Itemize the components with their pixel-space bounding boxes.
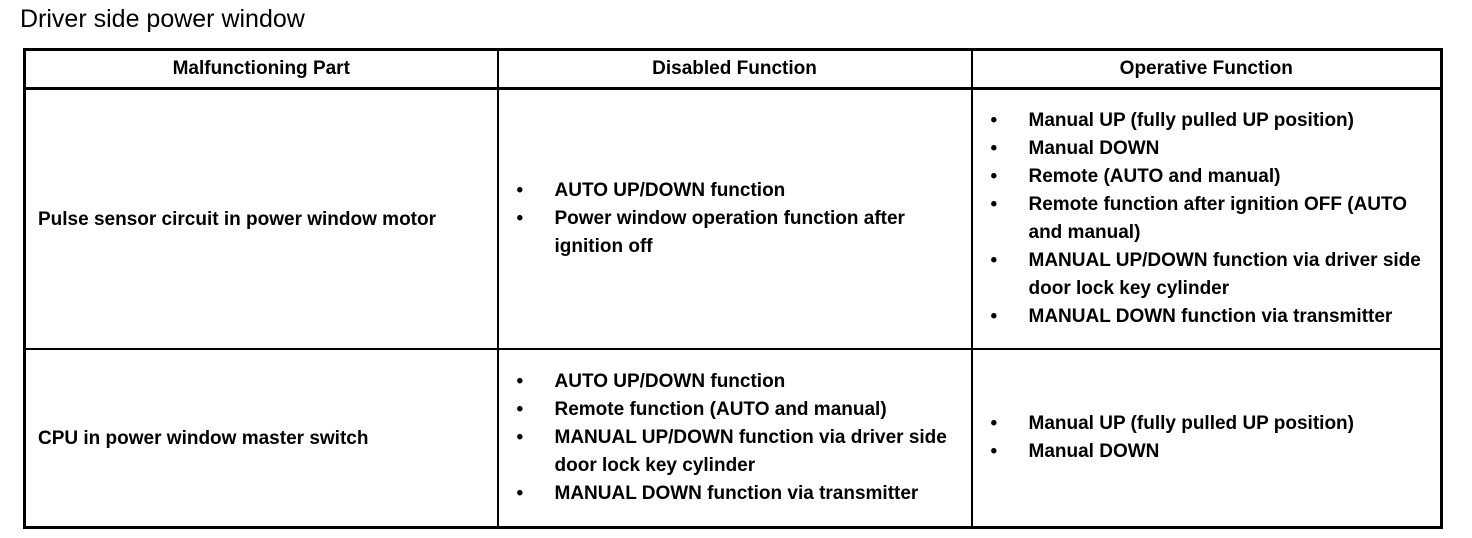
disabled-function-list: • AUTO UP/DOWN function • Remote functio… [507, 368, 965, 508]
list-item-label: Manual DOWN [1028, 441, 1160, 462]
list-item: • AUTO UP/DOWN function [507, 368, 965, 396]
cell-disabled-function: • AUTO UP/DOWN function • Power window o… [496, 87, 973, 350]
bullet-icon: • [990, 250, 998, 271]
list-item-label: MANUAL DOWN function via transmitter [554, 483, 919, 504]
bullet-icon: • [990, 110, 998, 131]
column-header-disabled-function: Disabled Function [496, 48, 973, 90]
disabled-function-list-wrap: • AUTO UP/DOWN function • Remote functio… [499, 364, 971, 512]
list-item-label: MANUAL UP/DOWN function via driver side … [554, 427, 947, 476]
list-item: • Manual UP (fully pulled UP position) [981, 410, 1435, 438]
function-matrix-table: Malfunctioning Part Disabled Function Op… [23, 48, 1443, 529]
bullet-icon: • [990, 138, 998, 159]
list-item-label: Remote function (AUTO and manual) [554, 399, 887, 420]
bullet-icon: • [990, 306, 998, 327]
list-item: • AUTO UP/DOWN function [507, 177, 965, 205]
page-title: Driver side power window [20, 5, 305, 33]
cell-malfunctioning-part: CPU in power window master switch [23, 348, 499, 529]
bullet-icon: • [990, 441, 998, 462]
table-header-row: Malfunctioning Part Disabled Function Op… [23, 48, 1443, 90]
list-item: • MANUAL DOWN function via transmitter [507, 480, 965, 508]
list-item-label: Remote (AUTO and manual) [1028, 166, 1281, 187]
list-item: • Remote function (AUTO and manual) [507, 396, 965, 424]
disabled-function-list-wrap: • AUTO UP/DOWN function • Power window o… [499, 173, 971, 265]
bullet-icon: • [990, 413, 998, 434]
list-item-label: MANUAL UP/DOWN function via driver side … [1028, 250, 1421, 299]
list-item-label: Power window operation function after ig… [554, 208, 905, 257]
table-header: Malfunctioning Part Disabled Function Op… [23, 48, 1443, 90]
bullet-icon: • [516, 427, 524, 448]
list-item-label: Manual UP (fully pulled UP position) [1028, 413, 1354, 434]
bullet-icon: • [516, 399, 524, 420]
list-item-label: AUTO UP/DOWN function [554, 180, 786, 201]
bullet-icon: • [516, 483, 524, 504]
disabled-function-list: • AUTO UP/DOWN function • Power window o… [507, 177, 965, 261]
table-row: Pulse sensor circuit in power window mot… [23, 87, 1443, 350]
list-item: • Manual DOWN [981, 438, 1435, 466]
list-item-label: MANUAL DOWN function via transmitter [1028, 306, 1393, 327]
malfunctioning-part-text: Pulse sensor circuit in power window mot… [38, 208, 437, 230]
bullet-icon: • [516, 371, 524, 392]
list-item-label: Manual DOWN [1028, 138, 1160, 159]
bullet-icon: • [516, 208, 524, 229]
list-item: • Power window operation function after … [507, 205, 965, 261]
operative-function-list-wrap: • Manual UP (fully pulled UP position) •… [973, 103, 1441, 335]
operative-function-list-wrap: • Manual UP (fully pulled UP position) •… [973, 406, 1441, 470]
bullet-icon: • [516, 180, 524, 201]
bullet-icon: • [990, 194, 998, 215]
table-body: Pulse sensor circuit in power window mot… [23, 87, 1443, 529]
column-header-malfunctioning-part: Malfunctioning Part [23, 48, 499, 90]
column-header-operative-function: Operative Function [970, 48, 1443, 90]
table-row: CPU in power window master switch • AUTO… [23, 348, 1443, 529]
cell-malfunctioning-part: Pulse sensor circuit in power window mot… [23, 87, 499, 350]
list-item: • Remote function after ignition OFF (AU… [981, 191, 1435, 247]
list-item: • MANUAL DOWN function via transmitter [981, 303, 1435, 331]
operative-function-list: • Manual UP (fully pulled UP position) •… [981, 410, 1435, 466]
malfunctioning-part-text: CPU in power window master switch [38, 427, 369, 449]
list-item: • MANUAL UP/DOWN function via driver sid… [507, 424, 965, 480]
list-item-label: AUTO UP/DOWN function [554, 371, 786, 392]
cell-operative-function: • Manual UP (fully pulled UP position) •… [970, 348, 1443, 529]
list-item: • MANUAL UP/DOWN function via driver sid… [981, 247, 1435, 303]
list-item-label: Manual UP (fully pulled UP position) [1028, 110, 1354, 131]
list-item-label: Remote function after ignition OFF (AUTO… [1028, 194, 1408, 243]
list-item: • Manual UP (fully pulled UP position) [981, 107, 1435, 135]
list-item: • Remote (AUTO and manual) [981, 163, 1435, 191]
cell-disabled-function: • AUTO UP/DOWN function • Remote functio… [496, 348, 973, 529]
cell-operative-function: • Manual UP (fully pulled UP position) •… [970, 87, 1443, 350]
list-item: • Manual DOWN [981, 135, 1435, 163]
operative-function-list: • Manual UP (fully pulled UP position) •… [981, 107, 1435, 331]
bullet-icon: • [990, 166, 998, 187]
